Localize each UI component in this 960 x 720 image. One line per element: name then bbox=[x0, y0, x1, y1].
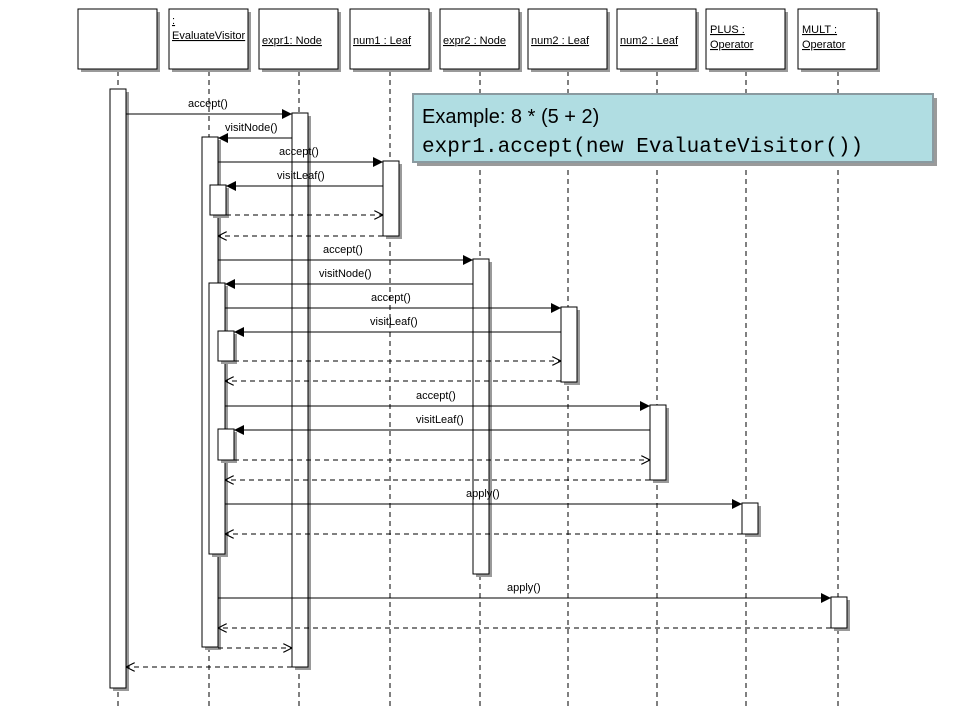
message-label: accept() bbox=[323, 244, 363, 256]
participant-plus: PLUS : Operator bbox=[705, 8, 788, 72]
activation-expr1 bbox=[291, 112, 311, 670]
note-code: expr1.accept(new EvaluateVisitor()) bbox=[422, 136, 863, 159]
activation-evaluate-visitor bbox=[209, 184, 229, 218]
participant-label: EvaluateVisitor bbox=[172, 30, 246, 42]
message-label: visitLeaf() bbox=[370, 316, 418, 328]
message-label: apply() bbox=[507, 582, 541, 594]
activation-actor bbox=[109, 88, 129, 691]
message-label: accept() bbox=[371, 292, 411, 304]
participant-label: expr2 : Node bbox=[443, 35, 506, 47]
activation-evaluate-visitor bbox=[217, 330, 237, 364]
activation-num2-a bbox=[560, 306, 580, 385]
activation-evaluate-visitor bbox=[217, 428, 237, 463]
participant-expr1: expr1: Node bbox=[258, 8, 341, 72]
participant-label: Operator bbox=[802, 39, 846, 51]
participant-evaluate-visitor: : EvaluateVisitor bbox=[168, 8, 251, 72]
participant-mult: MULT : Operator bbox=[797, 8, 880, 72]
activation-evaluate-visitor bbox=[208, 282, 228, 557]
message-label: visitNode() bbox=[225, 122, 278, 134]
activation-mult bbox=[830, 596, 850, 631]
activation-num2-b bbox=[649, 404, 669, 483]
participant-label: num1 : Leaf bbox=[353, 35, 412, 47]
participant-label: num2 : Leaf bbox=[620, 35, 679, 47]
participant-expr2: expr2 : Node bbox=[439, 8, 522, 72]
message-label: apply() bbox=[466, 488, 500, 500]
participant-label: num2 : Leaf bbox=[531, 35, 590, 47]
activation-num1 bbox=[382, 160, 402, 239]
participant-label: MULT : bbox=[802, 24, 837, 36]
participant-label: PLUS : bbox=[710, 24, 745, 36]
activation-expr2 bbox=[472, 258, 492, 577]
participant-num2-a: num2 : Leaf bbox=[527, 8, 610, 72]
participant-label: expr1: Node bbox=[262, 35, 322, 47]
message-label: visitLeaf() bbox=[277, 170, 325, 182]
message-label: visitNode() bbox=[319, 268, 372, 280]
participant-num1: num1 : Leaf bbox=[349, 8, 432, 72]
activation-plus bbox=[741, 502, 761, 537]
participant-label: : bbox=[172, 15, 175, 27]
participant-label: Operator bbox=[710, 39, 754, 51]
participant-num2-b: num2 : Leaf bbox=[616, 8, 699, 72]
message-label: accept() bbox=[416, 390, 456, 402]
message-label: accept() bbox=[279, 146, 319, 158]
note-title: Example: 8 * (5 + 2) bbox=[422, 106, 599, 128]
example-note: Example: 8 * (5 + 2) expr1.accept(new Eva… bbox=[412, 93, 937, 166]
message-label: visitLeaf() bbox=[416, 414, 464, 426]
message-label: accept() bbox=[188, 98, 228, 110]
participant-actor bbox=[77, 8, 160, 72]
